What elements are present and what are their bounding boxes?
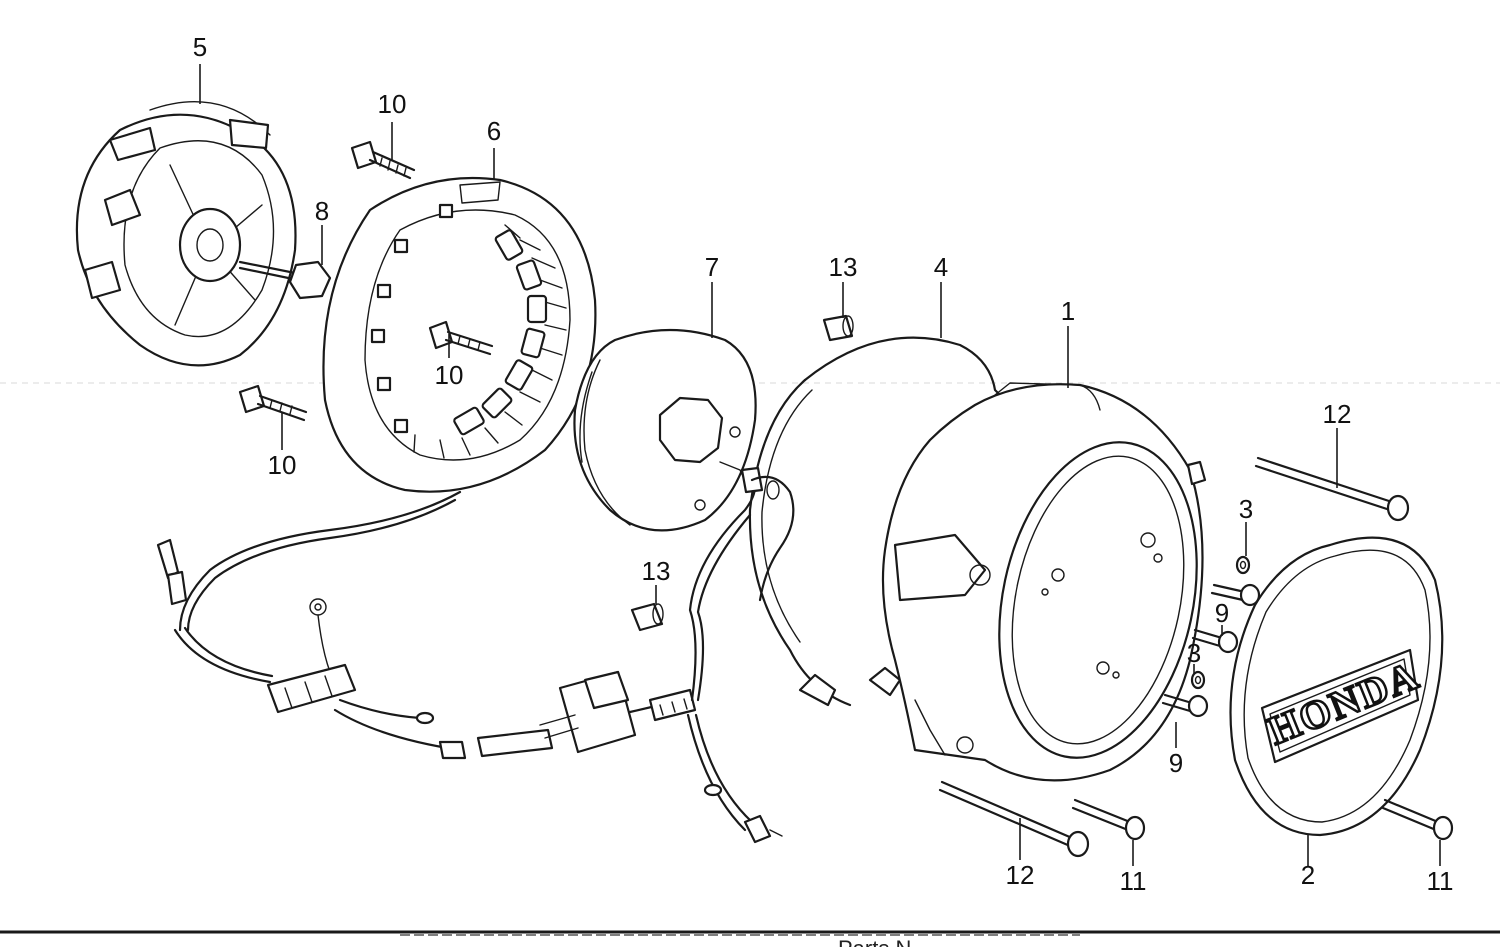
callout-13-top: 13 <box>829 252 858 282</box>
coil-part-7 <box>573 328 757 532</box>
callout-6: 6 <box>487 116 501 146</box>
callout-10-top: 10 <box>378 89 407 119</box>
bolt-part-12-upper <box>1254 456 1410 522</box>
callout-11-left: 11 <box>1120 866 1147 896</box>
bolt-part-11-right <box>1381 798 1454 841</box>
callout-10-bottom: 10 <box>268 450 297 480</box>
leader-lines <box>199 64 1441 866</box>
callout-9-upper: 9 <box>1215 598 1229 628</box>
gasket-part-4 <box>748 336 1002 707</box>
dowel-pin-part-13-top <box>822 314 854 342</box>
callout-5: 5 <box>193 32 207 62</box>
collar-part-3-upper <box>1235 555 1251 575</box>
callout-11-right: 11 <box>1427 866 1454 896</box>
callout-10-middle: 10 <box>435 360 464 390</box>
bolt-part-12-lower <box>938 780 1090 858</box>
callout-3-upper: 3 <box>1239 494 1253 524</box>
screw-part-9-lower <box>1161 693 1209 718</box>
callout-labels: 5 10 6 8 10 10 7 13 4 1 12 3 9 3 9 13 12… <box>193 32 1454 896</box>
callout-9-lower: 9 <box>1169 748 1183 778</box>
callout-4: 4 <box>934 252 948 282</box>
bolt-part-8 <box>238 260 332 300</box>
callout-12-lower: 12 <box>1006 860 1035 890</box>
bolt-part-10-bottom <box>238 384 308 422</box>
callout-2: 2 <box>1301 860 1315 890</box>
cover-part-1 <box>881 382 1207 782</box>
callout-8: 8 <box>315 196 329 226</box>
collar-part-3-lower <box>1190 670 1206 690</box>
footer-text: Parts N <box>838 936 911 947</box>
callout-3-lower: 3 <box>1187 638 1201 668</box>
dowel-pin-part-13-bottom <box>630 602 664 632</box>
screw-part-9-upper <box>1191 583 1261 654</box>
emblem-cover-part-2: HONDA <box>1229 536 1444 837</box>
callout-13-bottom: 13 <box>642 556 671 586</box>
callout-7: 7 <box>705 252 719 282</box>
bolt-part-10-middle <box>428 320 494 356</box>
honda-logo-text: HONDA <box>1262 652 1426 753</box>
bolt-part-11-left <box>1071 798 1146 841</box>
wiring-harness <box>156 466 795 844</box>
footer: Parts N <box>0 930 1500 947</box>
callout-12-upper: 12 <box>1323 399 1352 429</box>
callout-1: 1 <box>1061 296 1075 326</box>
bolt-part-10-top <box>350 140 416 180</box>
rotor-part-5 <box>75 100 297 367</box>
